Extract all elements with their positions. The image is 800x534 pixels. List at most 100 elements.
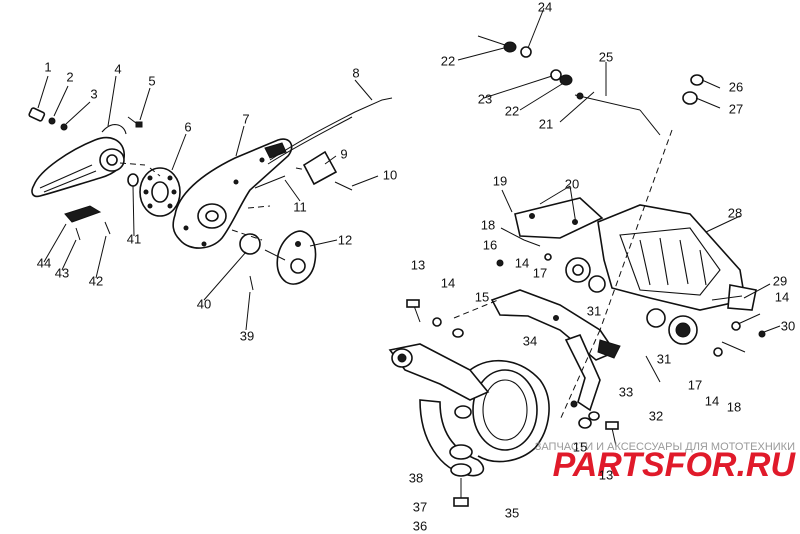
part-washer-38 [449, 444, 473, 460]
part-plate-9 [302, 150, 338, 186]
callout-24: 24 [538, 0, 552, 14]
part-washer-14b [432, 317, 442, 327]
callout-14-upper: 14 [515, 255, 529, 270]
part-bracket-34 [490, 289, 617, 412]
part-washer-14a [544, 253, 552, 261]
part-bolt-1 [28, 107, 46, 122]
part-washer-top [454, 405, 472, 419]
part-pin-11 [254, 175, 286, 189]
callout-14-lower: 14 [705, 393, 719, 408]
part-bolt-head-36 [453, 497, 469, 507]
callout-5: 5 [148, 73, 155, 88]
callout-26: 26 [729, 79, 743, 94]
callout-18: 18 [481, 217, 495, 232]
callout-30: 30 [781, 318, 795, 333]
callout-4: 4 [114, 61, 121, 76]
part-bolt-43 [75, 227, 81, 241]
part-nut-30 [758, 330, 766, 338]
callout-33: 33 [619, 384, 633, 399]
part-washer-2 [48, 117, 56, 125]
part-clip-44 [64, 205, 102, 223]
callout-21: 21 [539, 116, 553, 131]
right-assembly [388, 35, 766, 507]
leader-lines [37, 7, 781, 333]
part-nut-22a [503, 41, 517, 53]
part-washer-23 [550, 69, 562, 81]
part-sprocket-6 [139, 167, 181, 217]
part-nut-26 [690, 74, 704, 86]
part-washer-14d [713, 347, 723, 357]
callout-14: 14 [441, 275, 455, 290]
part-nut-22b [559, 74, 573, 86]
part-bolt-10 [334, 181, 353, 191]
part-wheel-31a [588, 275, 606, 293]
callout-36: 36 [413, 518, 427, 533]
part-bolt-39 [249, 275, 254, 291]
callout-9: 9 [340, 146, 347, 161]
callout-15: 15 [475, 289, 489, 304]
callout-29: 29 [773, 273, 787, 288]
callout-41: 41 [127, 231, 141, 246]
part-washer-3 [60, 123, 68, 131]
callout-37: 37 [413, 499, 427, 514]
callout-25: 25 [599, 49, 613, 64]
part-screw-5 [135, 121, 143, 128]
callout-42: 42 [89, 273, 103, 288]
callout-28: 28 [728, 205, 742, 220]
part-pin-32 [645, 355, 661, 383]
callout-7: 7 [242, 111, 249, 126]
part-nut-16 [496, 259, 504, 267]
part-bolt-42 [104, 221, 111, 235]
callout-35: 35 [505, 505, 519, 520]
part-washer-27 [682, 91, 698, 105]
callout-13-lower: 13 [599, 467, 613, 482]
callout-12: 12 [338, 232, 352, 247]
callout-19: 19 [493, 173, 507, 188]
callout-40: 40 [197, 296, 211, 311]
part-washer-24 [520, 46, 532, 58]
callout-22: 22 [441, 53, 455, 68]
watermark-tagline: ЗАПЧАСТИ И АКСЕССУАРЫ ДЛЯ МОТОТЕХНИКИ [535, 441, 795, 453]
callout-27: 27 [729, 101, 743, 116]
part-wheel-31b [646, 308, 666, 328]
callout-32: 32 [649, 408, 663, 423]
part-bracket-12 [276, 230, 317, 285]
part-oring-40 [239, 233, 261, 255]
callout-22b: 22 [505, 103, 519, 118]
part-bolt-18b [721, 341, 746, 353]
part-bolt-18a [523, 239, 541, 247]
part-housing-28 [597, 204, 757, 311]
part-bolt-13b [611, 427, 617, 447]
part-bolt-head-13a [406, 299, 420, 308]
part-cable-8 [269, 97, 393, 161]
part-washer-14e [588, 411, 600, 421]
part-washer-15a [452, 328, 464, 338]
part-washer-41 [127, 173, 139, 187]
callout-31: 31 [587, 303, 601, 318]
part-pin-24-rod [477, 35, 506, 46]
part-arm-4 [31, 124, 127, 198]
part-chaincase-7 [172, 138, 293, 249]
callout-14-right: 14 [775, 289, 789, 304]
callout-39: 39 [240, 328, 254, 343]
callout-13: 13 [411, 257, 425, 272]
callout-44: 44 [37, 255, 51, 270]
callout-1: 1 [44, 59, 51, 74]
part-washer-38b [450, 463, 472, 477]
callout-10: 10 [383, 167, 397, 182]
callout-6: 6 [184, 119, 191, 134]
part-wheel-17b [668, 315, 698, 345]
callout-20: 20 [565, 176, 579, 191]
part-lever-arm [388, 343, 490, 401]
callout-2: 2 [66, 69, 73, 84]
callout-17: 17 [533, 265, 547, 280]
callout-3: 3 [90, 86, 97, 101]
callout-8: 8 [352, 65, 359, 80]
callout-17-lower: 17 [688, 377, 702, 392]
left-assembly [28, 97, 393, 291]
callout-31b: 31 [657, 351, 671, 366]
callout-16: 16 [483, 237, 497, 252]
part-wheel-17a [565, 257, 591, 283]
callout-34: 34 [523, 333, 537, 348]
